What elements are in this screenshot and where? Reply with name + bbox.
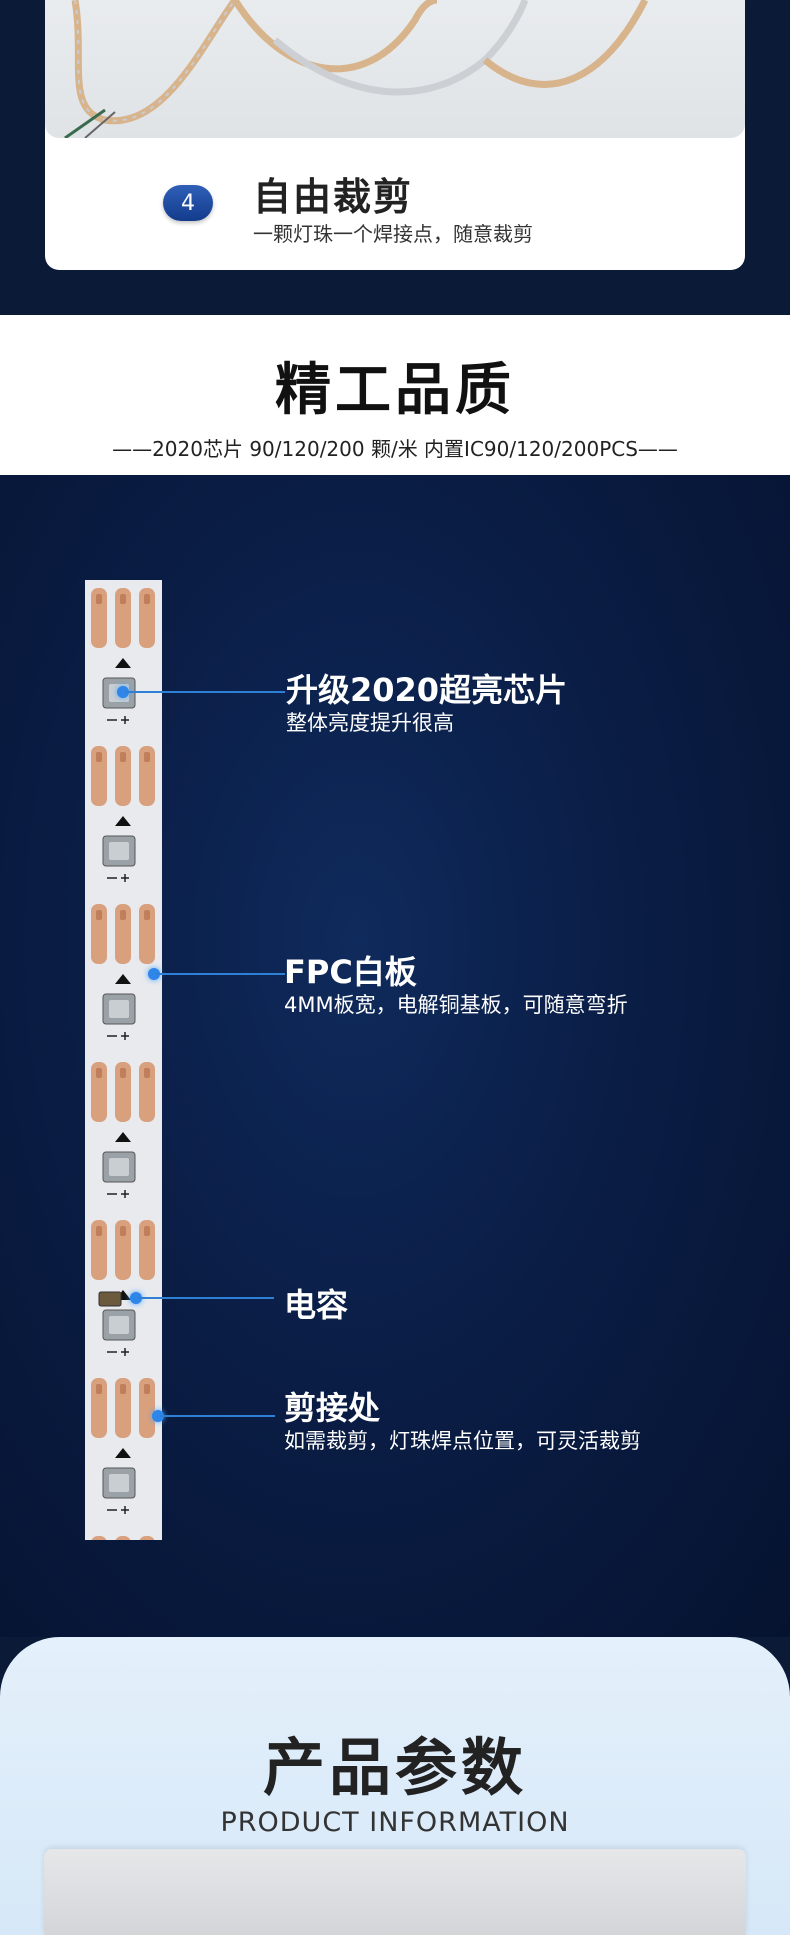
callout-chip-line (125, 691, 285, 693)
led-strip-closeup (85, 580, 162, 1540)
copper-pad (91, 1378, 107, 1438)
led-chip-lens (109, 1316, 129, 1334)
copper-pad (139, 1536, 155, 1540)
led-chip-lens (109, 1158, 129, 1176)
pad-hole (144, 1068, 150, 1078)
capacitor (98, 1291, 122, 1307)
pad-hole (120, 1068, 126, 1078)
pad-hole (120, 910, 126, 920)
strip-arrow-icon (115, 658, 131, 668)
strip-diagram-section: 升级2020超亮芯片 整体亮度提升很高 FPC白板 4MM板宽，电解铜基板，可随… (0, 475, 790, 1637)
pad-hole (120, 752, 126, 762)
copper-pad (115, 1378, 131, 1438)
copper-pad (91, 904, 107, 964)
feature-title: 自由裁剪 (253, 175, 414, 219)
pad-hole (144, 594, 150, 604)
copper-pad (91, 1536, 107, 1540)
callout-fpc-line (156, 973, 285, 975)
strip-coil-illustration (64, 0, 649, 138)
pad-hole (96, 1068, 102, 1078)
copper-pad (139, 588, 155, 648)
product-info-panel: 产品参数 PRODUCT INFORMATION (0, 1637, 790, 1935)
polarity-mark (107, 1190, 129, 1198)
callout-cut-desc: 如需裁剪，灯珠焊点位置，可灵活裁剪 (284, 1429, 641, 1453)
strip-arrow-icon (115, 816, 131, 826)
led-strip-photo (45, 0, 745, 138)
polarity-mark (107, 1348, 129, 1356)
callout-capacitor-line (138, 1297, 274, 1299)
pad-hole (120, 1226, 126, 1236)
strip-arrow-icon (115, 1132, 131, 1142)
copper-pad (115, 588, 131, 648)
polarity-mark (107, 874, 129, 882)
feature-number-badge: 4 (163, 185, 213, 221)
pad-hole (144, 910, 150, 920)
copper-pad (115, 1220, 131, 1280)
copper-pad (115, 1062, 131, 1122)
callout-fpc-desc: 4MM板宽，电解铜基板，可随意弯折 (284, 993, 628, 1017)
pad-hole (96, 594, 102, 604)
pad-hole (120, 1384, 126, 1394)
copper-pad (91, 1220, 107, 1280)
callout-cut-line (160, 1415, 275, 1417)
callout-chip-dot (117, 686, 129, 698)
quality-header: 精工品质 ——2020芯片 90/120/200 颗/米 内置IC90/120/… (0, 315, 790, 475)
quality-subtitle: ——2020芯片 90/120/200 颗/米 内置IC90/120/200PC… (112, 437, 678, 461)
product-info-title: 产品参数 (262, 1731, 527, 1804)
polarity-mark (107, 716, 129, 724)
strip-arrow-icon (115, 974, 131, 984)
pad-hole (120, 594, 126, 604)
callout-chip-desc: 整体亮度提升很高 (286, 711, 454, 735)
product-info-subtitle: PRODUCT INFORMATION (220, 1807, 570, 1838)
copper-pad (115, 904, 131, 964)
quality-title: 精工品质 (275, 358, 515, 423)
copper-pad (139, 1220, 155, 1280)
copper-pad (139, 746, 155, 806)
copper-pad (115, 1536, 131, 1540)
callout-capacitor-dot (130, 1292, 142, 1304)
callout-fpc-title: FPC白板 (284, 953, 417, 991)
pad-hole (144, 1226, 150, 1236)
product-info-section: 产品参数 PRODUCT INFORMATION (0, 1637, 790, 1935)
led-chip-lens (109, 1474, 129, 1492)
copper-pad (115, 746, 131, 806)
pad-hole (96, 752, 102, 762)
polarity-mark (107, 1032, 129, 1040)
copper-pad (139, 1378, 155, 1438)
led-chip-lens (109, 1000, 129, 1018)
pad-hole (96, 1226, 102, 1236)
callout-cut-title: 剪接处 (284, 1389, 381, 1427)
feature-card: 4 自由裁剪 一颗灯珠一个焊接点，随意裁剪 (45, 0, 745, 270)
feature-description: 一颗灯珠一个焊接点，随意裁剪 (253, 222, 533, 246)
copper-pad (91, 1062, 107, 1122)
led-chip-lens (109, 842, 129, 860)
callout-fpc-dot (148, 968, 160, 980)
polarity-mark (107, 1506, 129, 1514)
copper-pad (91, 746, 107, 806)
copper-pad (91, 588, 107, 648)
pad-hole (144, 752, 150, 762)
copper-pad (139, 904, 155, 964)
copper-pad (139, 1062, 155, 1122)
pad-hole (144, 1384, 150, 1394)
pad-hole (96, 910, 102, 920)
pad-hole (96, 1384, 102, 1394)
callout-chip-title: 升级2020超亮芯片 (286, 671, 568, 709)
feature-section: 4 自由裁剪 一颗灯珠一个焊接点，随意裁剪 (0, 0, 790, 315)
callout-cut-dot (152, 1410, 164, 1422)
product-info-table (44, 1849, 746, 1935)
strip-arrow-icon (115, 1448, 131, 1458)
callout-capacitor-title: 电容 (284, 1286, 349, 1324)
